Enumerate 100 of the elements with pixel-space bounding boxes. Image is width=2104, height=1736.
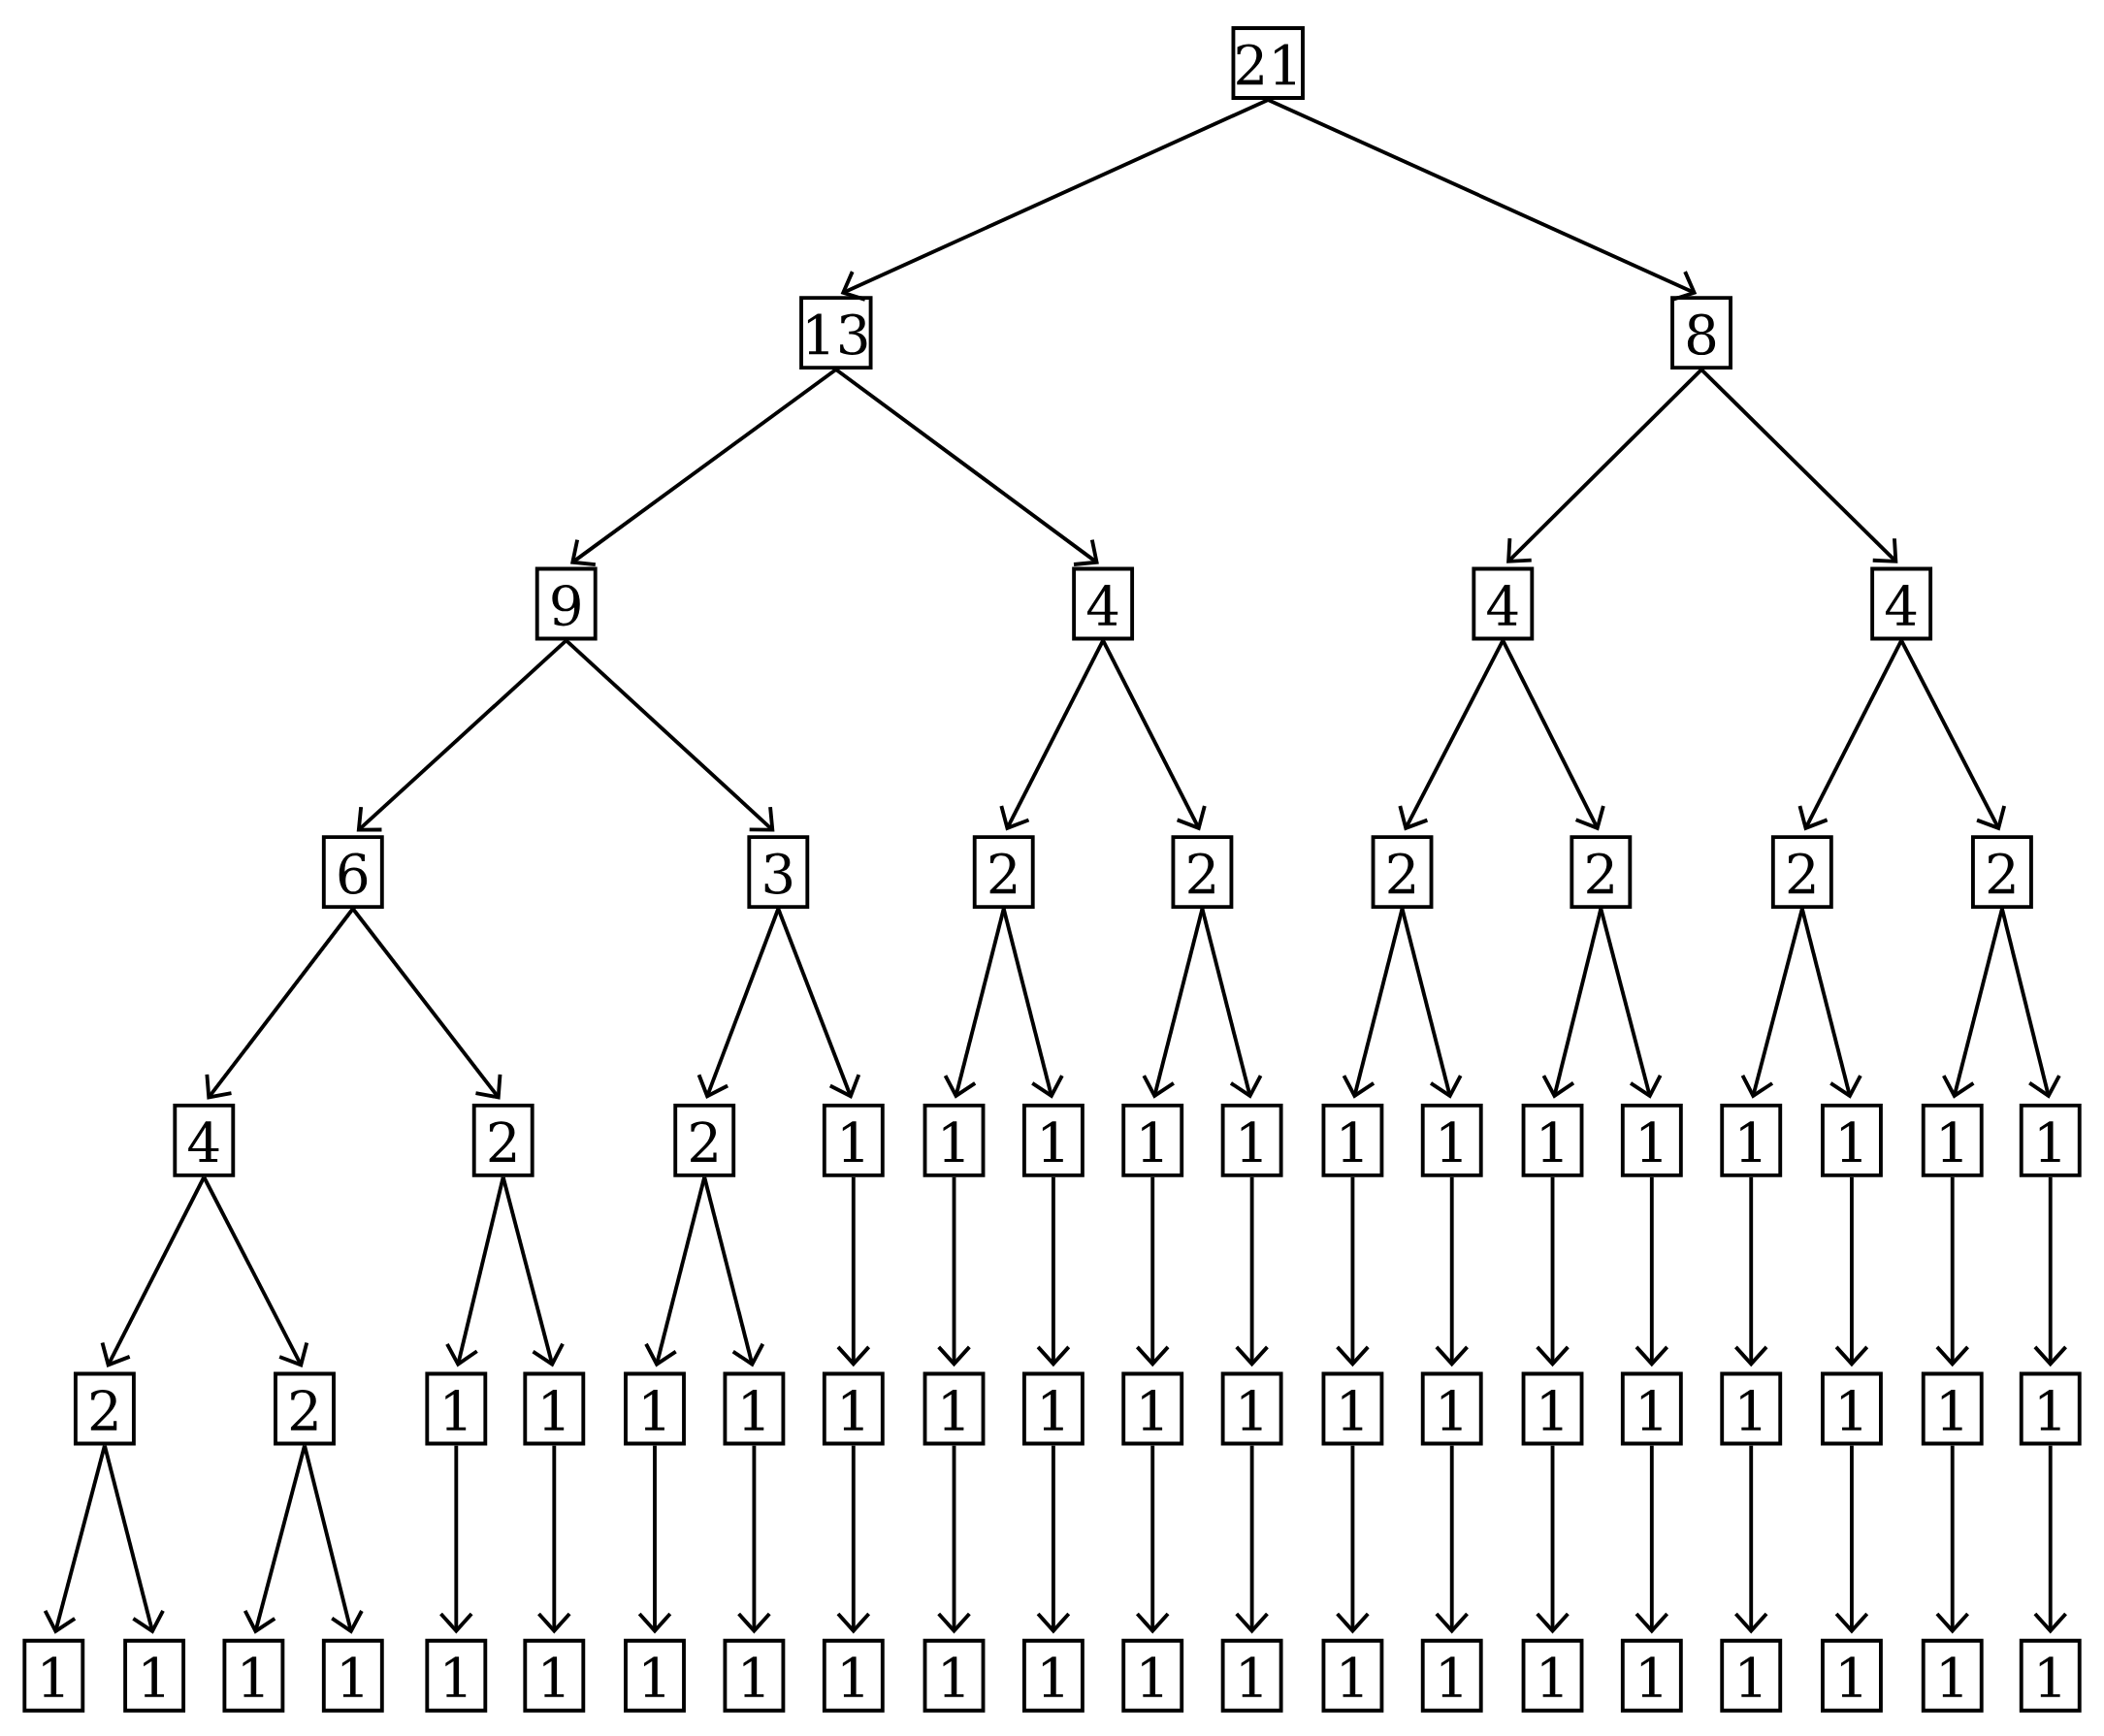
number-box: 1 (523, 1638, 586, 1713)
number-box: 2 (73, 1371, 136, 1446)
arrow (1541, 908, 1603, 1099)
arrow (1834, 1176, 1869, 1367)
number-box: 1 (1022, 1638, 1084, 1713)
number-box: 2 (1371, 835, 1434, 910)
number-box: 1 (1521, 1371, 1584, 1446)
arrow (834, 368, 1099, 566)
arrow (1336, 1445, 1370, 1634)
number-box: 1 (1620, 1103, 1683, 1177)
arrow (1036, 1176, 1071, 1367)
arrow (1342, 908, 1405, 1099)
number-box: 4 (1472, 566, 1535, 641)
number-box: 1 (1521, 1638, 1584, 1713)
arrow (937, 1445, 971, 1634)
arrow (351, 907, 502, 1100)
number-box: 3 (747, 835, 810, 910)
number-box: 1 (1821, 1103, 1883, 1177)
arrow (202, 1175, 309, 1367)
arrow (43, 1444, 107, 1634)
number-box: 6 (321, 835, 384, 910)
number-box: 1 (1921, 1371, 1984, 1446)
number-box: 8 (1670, 296, 1732, 370)
arrow (1400, 908, 1463, 1099)
number-box: 1 (222, 1638, 285, 1713)
number-box: 1 (1620, 1371, 1683, 1446)
number-box: 2 (274, 1371, 336, 1446)
arrow (943, 908, 1006, 1099)
number-box: 2 (471, 1103, 534, 1177)
number-box: 1 (1121, 1638, 1184, 1713)
arrow (1635, 1445, 1669, 1634)
arrow (501, 1176, 565, 1367)
arrow (1935, 1445, 1969, 1634)
number-box: 1 (1420, 1638, 1483, 1713)
number-box: 2 (1570, 835, 1633, 910)
arrow (1398, 639, 1505, 831)
number-box: 1 (1321, 1103, 1384, 1177)
number-box: 1 (1720, 1638, 1783, 1713)
number-box: 1 (523, 1371, 586, 1446)
arrow (1267, 98, 1698, 302)
arrow (637, 1445, 672, 1634)
arrow (1536, 1445, 1570, 1634)
number-box: 1 (22, 1638, 85, 1713)
arrow (103, 1444, 165, 1634)
number-box: 1 (923, 1638, 986, 1713)
number-box: 1 (1121, 1103, 1184, 1177)
arrow (1799, 908, 1862, 1099)
number-box: 1 (624, 1371, 686, 1446)
number-box: 2 (1171, 835, 1234, 910)
arrow (2000, 908, 2061, 1099)
arrow (696, 908, 781, 1099)
arrow (356, 639, 568, 832)
arrow (1599, 908, 1663, 1099)
arrow (1834, 1445, 1869, 1634)
number-box: 4 (1870, 566, 1933, 641)
arrow (537, 1445, 571, 1634)
arrow (303, 1445, 364, 1634)
number-box: 13 (799, 296, 873, 370)
arrow (439, 1445, 473, 1634)
number-box: 1 (1620, 1638, 1683, 1713)
arrow (737, 1445, 771, 1634)
number-box: 1 (723, 1371, 786, 1446)
number-box: 1 (1521, 1103, 1584, 1177)
number-box: 1 (923, 1103, 986, 1177)
arrow (569, 368, 837, 567)
arrow (1235, 1445, 1269, 1634)
arrow (1435, 1445, 1469, 1634)
number-box: 1 (1921, 1638, 1984, 1713)
number-box: 1 (321, 1638, 384, 1713)
arrow (445, 1176, 505, 1367)
arrow (1336, 1176, 1370, 1367)
number-box: 1 (723, 1638, 786, 1713)
arrow (1635, 1176, 1669, 1367)
number-box: 1 (822, 1638, 885, 1713)
arrow (1734, 1176, 1768, 1367)
number-box: 1 (425, 1371, 488, 1446)
number-box: 21 (1231, 26, 1305, 100)
arrow (937, 1176, 971, 1367)
number-box: 1 (1420, 1371, 1483, 1446)
number-box: 1 (1121, 1371, 1184, 1446)
number-box: 1 (822, 1103, 885, 1177)
number-box: 1 (1720, 1371, 1783, 1446)
arrow (1506, 368, 1703, 563)
arrow (1899, 639, 2007, 831)
arrow (1536, 1176, 1570, 1367)
arrow (840, 98, 1270, 302)
number-box: 1 (425, 1638, 488, 1713)
arrow (1740, 908, 1804, 1099)
number-box: 2 (673, 1103, 736, 1177)
arrow (1797, 639, 1903, 831)
arrow (1036, 1445, 1071, 1634)
number-box: 1 (2019, 1371, 2082, 1446)
number-box: 1 (1921, 1103, 1984, 1177)
arrow (1142, 908, 1205, 1099)
number-box: 1 (1220, 1103, 1283, 1177)
arrow (1001, 908, 1064, 1099)
arrow (836, 1445, 871, 1634)
arrow (1200, 908, 1263, 1099)
arrow (1435, 1176, 1469, 1367)
arrow (2033, 1445, 2067, 1634)
